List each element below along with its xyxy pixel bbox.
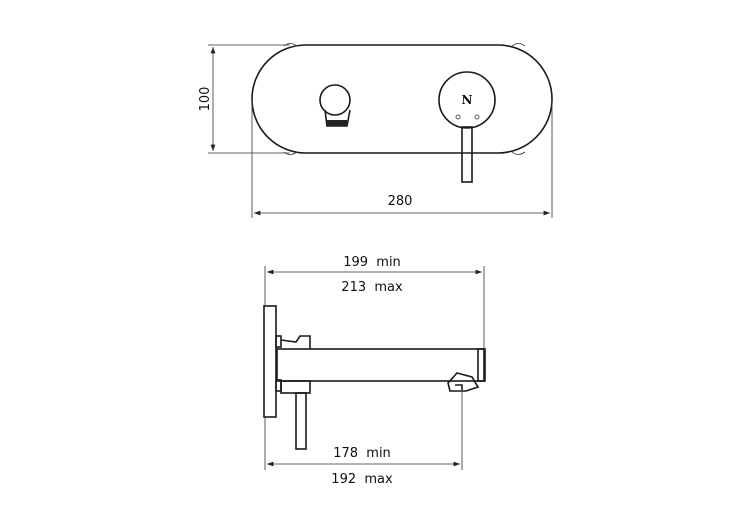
side-wall-plate — [263, 305, 277, 418]
logo: N — [462, 93, 473, 107]
diverter-knob — [319, 84, 351, 127]
width-label: 280 — [388, 194, 413, 209]
top-min-label: 199 min — [343, 255, 401, 270]
width-dimension: 280 — [251, 100, 553, 218]
bottom-min-label: 178 min — [333, 446, 391, 461]
side-lever — [295, 392, 307, 450]
side-view: 199 min 213 max 178 min 192 max — [263, 255, 486, 487]
front-view: N 100 280 — [198, 43, 553, 218]
mixer-cartridge: N — [438, 71, 496, 183]
bottom-max-label: 192 max — [331, 472, 393, 487]
top-max-label: 213 max — [341, 280, 403, 295]
wall-plate-oval — [251, 44, 553, 154]
aerator — [447, 372, 480, 392]
cartridge-body — [280, 335, 311, 349]
height-dimension: 100 — [198, 44, 290, 154]
plate-corner-bumps — [283, 43, 526, 155]
spout — [276, 348, 485, 382]
lever-handle — [461, 126, 473, 183]
height-label: 100 — [198, 87, 213, 112]
